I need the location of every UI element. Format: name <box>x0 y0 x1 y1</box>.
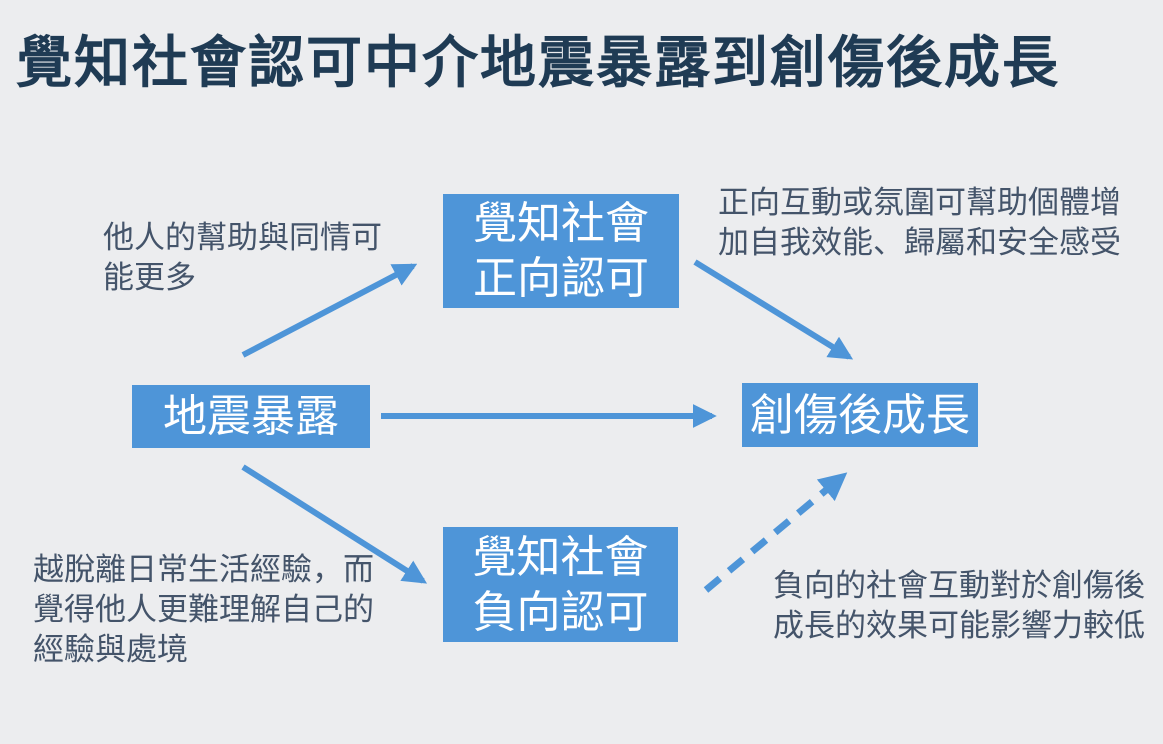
node-perceived-negative-acknowledgment: 覺知社會 負向認可 <box>443 527 678 642</box>
note-positive-path: 他人的幫助與同情可 能更多 <box>103 220 382 295</box>
node-earthquake-exposure: 地震暴露 <box>132 385 370 448</box>
arrow-positive-to-growth <box>693 259 854 360</box>
note-negative-effect: 負向的社會互動對於創傷後 成長的效果可能影響力較低 <box>773 568 1145 643</box>
node-perceived-positive-acknowledgment: 覺知社會 正向認可 <box>443 194 679 308</box>
note-positive-effect: 正向互動或氛圍可幫助個體增 加自我效能、歸屬和安全感受 <box>718 185 1121 260</box>
diagram-title: 覺知社會認可中介地震暴露到創傷後成長 <box>16 31 1060 94</box>
note-negative-path: 越脫離日常生活經驗，而 覺得他人更難理解自己的 經驗與處境 <box>33 552 374 667</box>
node-posttraumatic-growth: 創傷後成長 <box>742 383 978 447</box>
